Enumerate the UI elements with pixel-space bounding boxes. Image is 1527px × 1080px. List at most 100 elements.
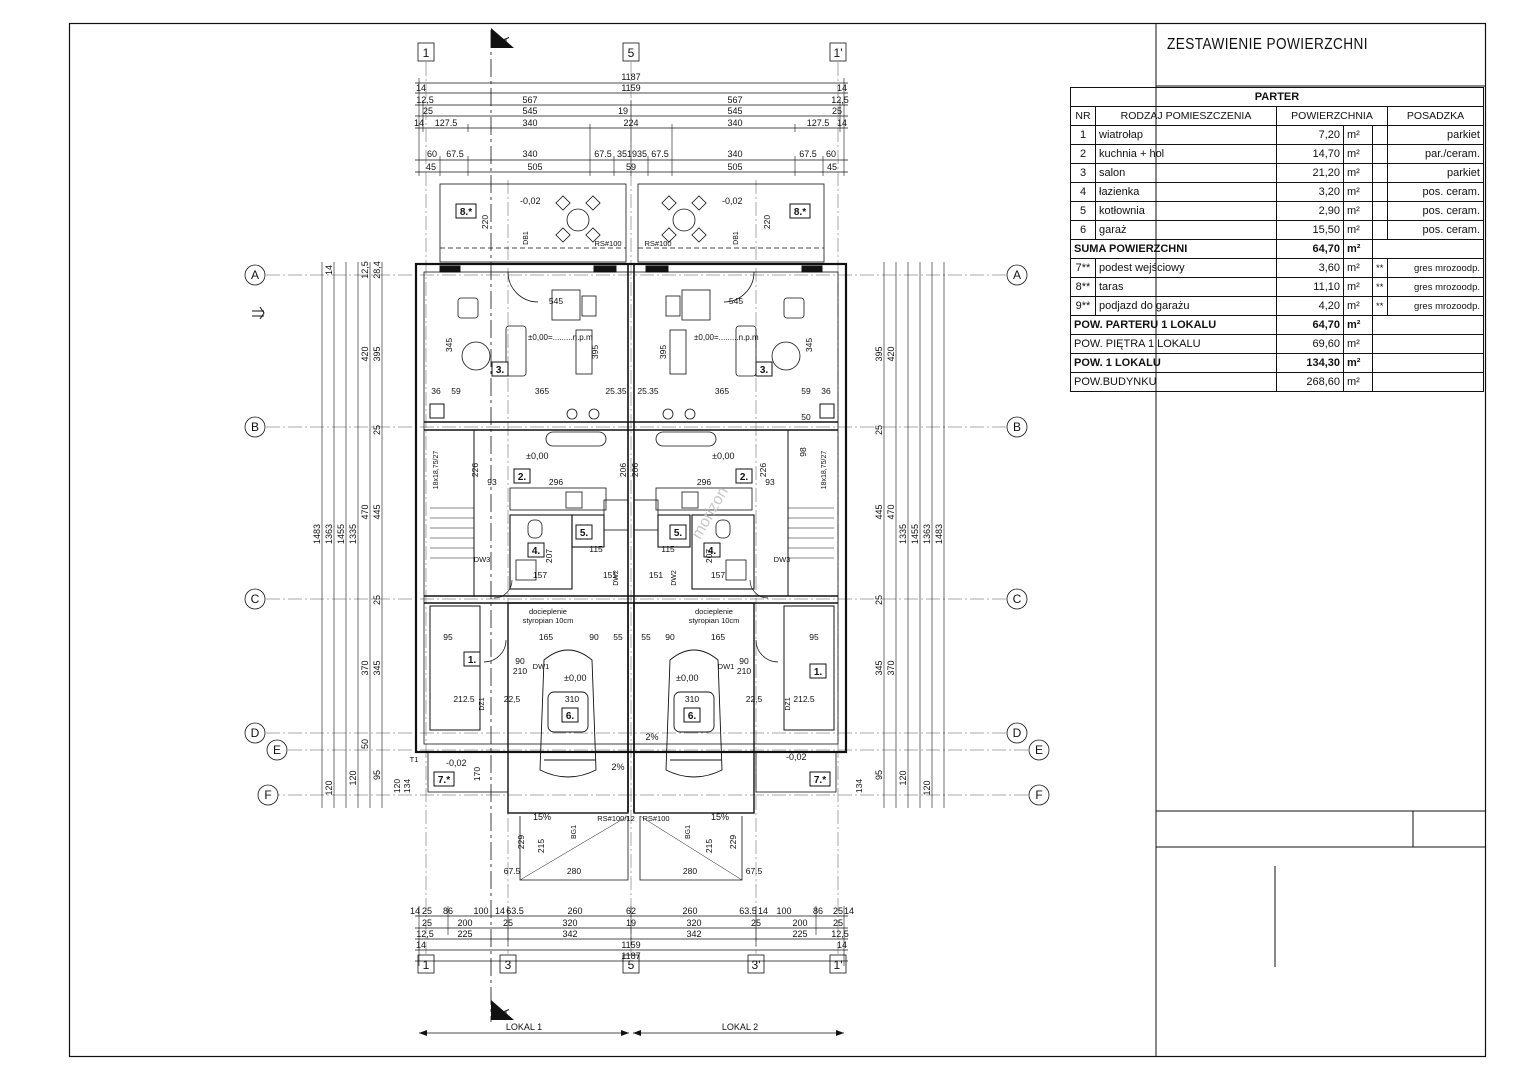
area-table-body: PARTER NR RODZAJ POMIESZCZENIA POWIERZCH…: [1070, 87, 1484, 392]
dim-inner: 207: [704, 549, 714, 563]
left-dimension-labels: 1483 1363 1455 1335 420 395 25 470 445 2…: [312, 261, 382, 795]
dim-inner: 151: [649, 570, 663, 580]
level-garage-left: ±0,00: [564, 673, 586, 683]
dim-r1: 14: [414, 118, 424, 128]
dim-inner: 36: [821, 386, 831, 396]
dim-edge: 25: [423, 106, 433, 116]
row-room: taras: [1095, 277, 1277, 297]
slope-label: 2%: [645, 732, 658, 742]
level-salon-left: ±0,00=.........n.p.m: [528, 333, 593, 342]
sum-empty: [1372, 239, 1484, 259]
door-label-dw2: DW2: [613, 570, 620, 586]
dim-inner: 206: [618, 463, 628, 477]
dim-r1: 14: [837, 118, 847, 128]
entrance-arrow-icon: [252, 306, 265, 320]
bottom-dimension-labels: 14 25 86 100 14 63.5 260 62 260 63.5 14 …: [410, 906, 854, 961]
dim-edge: 14: [837, 940, 847, 950]
row-nr: 9**: [1070, 296, 1096, 316]
row-area: 7,20: [1276, 125, 1344, 145]
axis-markers-top: 1 5 1': [417, 42, 847, 62]
dim-inner: 67.5: [504, 866, 521, 876]
dim-inner: 545: [549, 296, 563, 306]
dim-left: 1455: [336, 524, 346, 544]
dim-b1: 260: [682, 906, 697, 916]
dim-inner: 95: [443, 632, 453, 642]
dim-b1: 14: [758, 906, 768, 916]
lokal-2-label: LOKAL 2: [722, 1022, 758, 1032]
dim-r2: 340: [727, 149, 742, 159]
section-label-top: A: [498, 37, 512, 45]
axis-row-f: F: [264, 788, 271, 802]
top-dimension-labels: 1187 1159 14 14 12,5 12,5 567 567 25 25 …: [414, 72, 849, 172]
dim-right-outer: 1483: [934, 524, 944, 544]
dim-total-outer: 1187: [621, 72, 640, 82]
door-label-dz1: DZ1: [785, 697, 792, 710]
level-porch-left: -0,02: [446, 758, 467, 768]
dim-b3: 12,5: [416, 929, 434, 939]
level-labels: -0,02 -0,02 ±0,00=.........n.p.m ±0,00=.…: [446, 196, 807, 768]
dim-inner: 206: [630, 463, 640, 477]
dim-left: 28,4: [372, 261, 382, 279]
row-floor: parkiet: [1387, 125, 1484, 145]
dim-b2: 200: [457, 918, 472, 928]
row-area: 11,10: [1276, 277, 1344, 297]
row-area: 4,20: [1276, 296, 1344, 316]
dim-inner: 220: [480, 215, 490, 229]
row-room: podjazd do garażu: [1095, 296, 1277, 316]
total-empty: [1372, 334, 1484, 354]
dim-right: 25: [874, 425, 884, 435]
dim-b-total-inner: 1159: [621, 940, 640, 950]
row-room: podest wejściowy: [1095, 258, 1277, 278]
total-label: POW. PIĘTRA 1 LOKALU: [1070, 334, 1277, 354]
dim-b2: 320: [686, 918, 701, 928]
dim-edge: 14: [416, 83, 426, 93]
dim-inner: 170: [472, 767, 482, 781]
row-area: 2,90: [1276, 201, 1344, 221]
dim-inner: 93: [487, 477, 497, 487]
row-nr: 8**: [1070, 277, 1096, 297]
badge-porch-right: 7.*: [814, 775, 826, 786]
dim-inner: 212.5: [453, 694, 475, 704]
badge-garage-left: 6.: [566, 711, 575, 722]
dim-inner: 207: [544, 549, 554, 563]
total-label: POW. 1 LOKALU: [1070, 353, 1277, 373]
row-nr: 4: [1070, 182, 1096, 202]
dim-left: 1363: [324, 524, 334, 544]
total-empty: [1372, 372, 1484, 392]
dim-r3: 45: [827, 162, 837, 172]
dim-b1: 14: [495, 906, 505, 916]
dim-r1: 127.5: [435, 118, 458, 128]
dim-b1: 25: [833, 906, 843, 916]
dim-half: 567: [727, 95, 742, 105]
bottom-dimensions: [415, 906, 848, 966]
insulation-label-right-2: styropian 10cm: [689, 616, 740, 625]
dim-inner: 95: [809, 632, 819, 642]
dim-right: 120: [922, 780, 932, 795]
header-nr: NR: [1070, 106, 1096, 126]
badge-bath-left: 4.: [532, 546, 541, 557]
row-area: 15,50: [1276, 220, 1344, 240]
dim-left: 345: [372, 660, 382, 675]
dim-r3: 505: [727, 162, 742, 172]
dim-r1: 127.5: [807, 118, 830, 128]
section-label-bottom: A: [498, 1009, 512, 1017]
dim-left: 25: [372, 425, 382, 435]
row-room: kuchnia + hol: [1095, 144, 1277, 164]
stairs-label-left: 18x18,75/27: [433, 451, 440, 490]
row-unit: m²: [1343, 258, 1373, 278]
section-line-a: A A: [490, 28, 514, 1022]
total-value: 268,60: [1276, 372, 1344, 392]
dim-right: 95: [874, 770, 884, 780]
dim-right: 1335: [898, 524, 908, 544]
dim-inner: 226: [470, 463, 480, 477]
dim-inner: 98: [798, 447, 808, 457]
dim-b2: 25: [833, 918, 843, 928]
dim-inner: 345: [804, 338, 814, 352]
dim-r3: 45: [426, 162, 436, 172]
